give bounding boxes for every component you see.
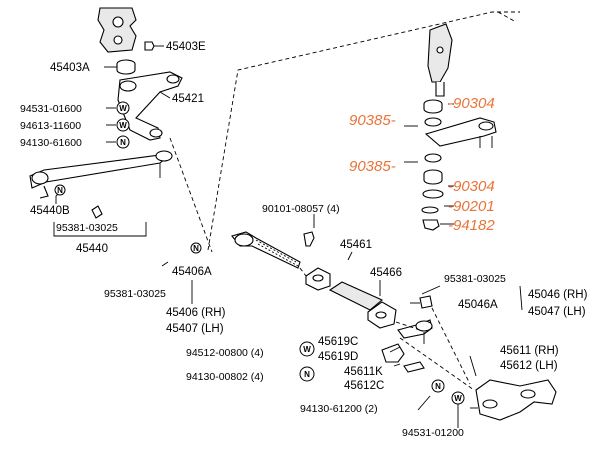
label-95381-03025-left: 95381-03025	[56, 222, 118, 234]
orange-callouts: 90385- -90304 90385- -90304 -90201 -9418…	[349, 95, 495, 234]
washer-symbol: W	[116, 118, 130, 132]
label-95381-03025-mid: 95381-03025	[104, 288, 166, 300]
pitman-arm-assembly	[97, 7, 183, 141]
label-45619C: 45619C	[318, 336, 358, 348]
label-45403A: 45403A	[50, 62, 90, 74]
label-45407-lh: 45407 (LH)	[166, 323, 224, 335]
label-94130-61600: 94130-61600	[20, 137, 82, 149]
svg-text:W: W	[119, 104, 127, 113]
nut-symbol: N	[116, 135, 130, 149]
callout-94182: -94182	[448, 217, 495, 234]
label-45046-rh: 45046 (RH)	[528, 289, 588, 301]
label-45461: 45461	[340, 239, 372, 251]
label-95381-03025-right: 95381-03025	[444, 273, 506, 285]
label-45619D: 45619D	[318, 351, 358, 363]
label-45440B: 45440B	[30, 205, 70, 217]
svg-text:N: N	[193, 244, 199, 253]
label-45440: 45440	[76, 243, 108, 255]
part-number-labels: 45403E 45403A 45421 94531-01600 94613-11…	[20, 41, 588, 439]
label-45403E: 45403E	[166, 41, 206, 53]
nut-symbol: N	[431, 379, 445, 393]
label-45421: 45421	[172, 93, 204, 105]
label-94531-01200: 94531-01200	[402, 427, 464, 439]
washer-symbol: W	[299, 341, 315, 357]
callout-90304-b: -90304	[448, 178, 495, 195]
relay-rod-left	[29, 150, 173, 219]
label-94531-01600: 94531-01600	[20, 103, 82, 115]
nut-symbol: N	[190, 242, 202, 254]
svg-text:W: W	[454, 394, 462, 403]
label-94130-00802: 94130-00802 (4)	[186, 371, 264, 383]
callout-90201: -90201	[448, 198, 495, 215]
label-45611-rh: 45611 (RH)	[500, 345, 559, 357]
svg-text:N: N	[57, 186, 63, 195]
label-90101-08057: 90101-08057 (4)	[262, 203, 340, 215]
label-45612-lh: 45612 (LH)	[500, 360, 558, 372]
label-45612C: 45612C	[344, 380, 384, 392]
knuckle-arm	[470, 379, 557, 421]
nut-symbol: N	[54, 184, 66, 196]
svg-text:N: N	[435, 382, 441, 391]
nut-symbol: N	[299, 366, 315, 382]
svg-text:W: W	[119, 121, 127, 130]
callout-90385-b: 90385-	[349, 158, 396, 175]
label-94512-00800: 94512-00800 (4)	[186, 347, 264, 359]
label-45406A: 45406A	[172, 266, 212, 278]
svg-text:N: N	[304, 370, 310, 379]
label-45047-lh: 45047 (LH)	[528, 306, 586, 318]
label-94613-11600: 94613-11600	[20, 120, 81, 132]
idler-arm-assembly	[421, 23, 497, 231]
label-94130-61200: 94130-61200 (2)	[300, 403, 378, 415]
callout-90385-a: 90385-	[349, 112, 396, 129]
svg-text:N: N	[120, 138, 126, 147]
label-45466: 45466	[370, 267, 402, 279]
label-45046A: 45046A	[458, 299, 498, 311]
label-45406-rh: 45406 (RH)	[166, 307, 226, 319]
assembly-dashed-lines	[169, 11, 520, 391]
washer-symbol: W	[451, 391, 465, 405]
washer-symbol: W	[116, 101, 130, 115]
tie-rod-center	[231, 231, 433, 373]
callout-90304-a: -90304	[448, 95, 495, 112]
label-45611K: 45611K	[344, 366, 383, 378]
svg-text:W: W	[303, 345, 311, 354]
